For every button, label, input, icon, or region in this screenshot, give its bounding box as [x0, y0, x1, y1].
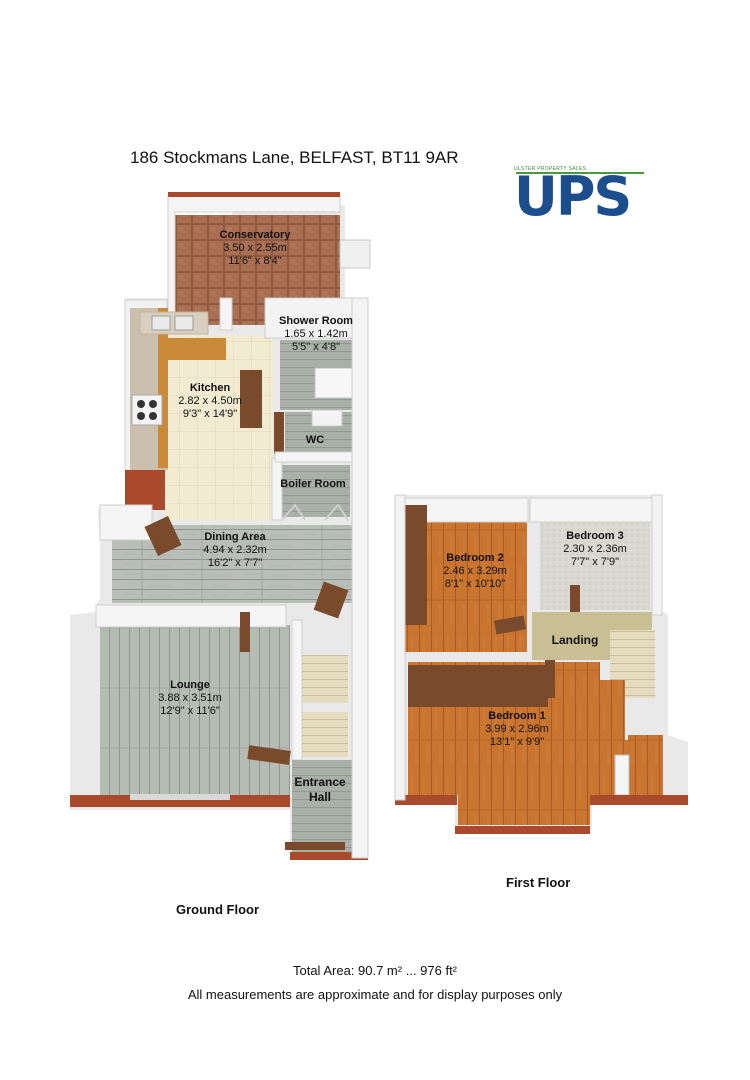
stairs-wall	[291, 619, 303, 761]
bedroom-3-door	[570, 585, 580, 630]
wc-basin	[311, 409, 343, 427]
wc-boiler-partition	[274, 451, 356, 463]
ground-floor-right-wall	[351, 297, 369, 859]
logo-text: UPS	[514, 165, 632, 228]
kitchen-cabinets-top	[168, 338, 226, 360]
kitchen-hob	[131, 394, 163, 426]
wc-door	[274, 412, 284, 454]
stairs-lower	[300, 655, 348, 703]
hob-ring-3	[137, 412, 145, 420]
stairs-upper	[300, 712, 348, 757]
conservatory-wall-edge	[168, 192, 340, 197]
conservatory-door	[339, 239, 371, 269]
lounge-hall-door	[247, 745, 291, 765]
bedroom-1-wardrobe	[408, 665, 548, 707]
entrance-wall-brick	[290, 852, 368, 860]
lounge-wall-top	[95, 604, 287, 628]
bedroom-3-floor	[540, 522, 650, 610]
dining-door	[144, 516, 182, 556]
first-floor-label: First Floor	[506, 875, 571, 890]
disclaimer: All measurements are approximate and for…	[187, 987, 563, 1002]
logo-accent-line	[516, 172, 644, 174]
first-floor-wall-brick-bay	[455, 826, 590, 834]
hob-ring-1	[137, 400, 145, 408]
kitchen-pillar	[219, 297, 233, 331]
kitchen-sink-counter	[139, 311, 209, 335]
lounge-floor	[100, 625, 290, 795]
bedroom-3-wall	[529, 497, 661, 523]
bedroom-1-closet	[614, 754, 630, 796]
kitchen-door	[240, 370, 262, 428]
bedroom-2-wardrobe	[405, 505, 427, 625]
first-floor-left-wall	[394, 494, 406, 801]
ups-logo: ULSTER PROPERTY SALES UPS	[514, 166, 654, 226]
bedroom-2-door	[494, 615, 526, 635]
bedroom-1-ensuite-floor	[628, 735, 663, 795]
first-floor-wall-brick-right	[590, 795, 688, 805]
kitchen-sink	[151, 315, 171, 331]
property-address: 186 Stockmans Lane, BELFAST, BT11 9AR	[130, 148, 459, 167]
total-area: Total Area: 90.7 m² ... 976 ft²	[292, 963, 458, 978]
kitchen-sink-2	[174, 315, 194, 331]
entrance-hall-floor	[292, 760, 354, 852]
dining-hall-door	[313, 581, 349, 619]
ground-floor-label: Ground Floor	[176, 902, 260, 917]
kitchen-wall-brick	[125, 470, 165, 510]
first-floor-wall-brick-left	[395, 795, 457, 805]
hob-ring-2	[149, 400, 157, 408]
boiler-room-doors	[281, 503, 349, 521]
shower-tray	[314, 367, 356, 399]
kitchen-cabinets	[158, 308, 168, 468]
shower-room-wall	[264, 297, 366, 339]
first-floor-plan	[394, 494, 688, 834]
bedroom-1-door	[545, 660, 555, 698]
front-door	[285, 842, 345, 850]
lounge-door	[240, 612, 250, 652]
lounge-wall-brick	[70, 795, 290, 807]
dining-wall-left	[99, 504, 153, 541]
boiler-room-wall	[271, 457, 283, 521]
logo-tagline: ULSTER PROPERTY SALES	[514, 166, 587, 172]
first-floor-right-wall	[651, 494, 663, 616]
ground-floor-plan	[70, 192, 371, 860]
lounge-window	[130, 794, 230, 800]
hob-ring-4	[149, 412, 157, 420]
